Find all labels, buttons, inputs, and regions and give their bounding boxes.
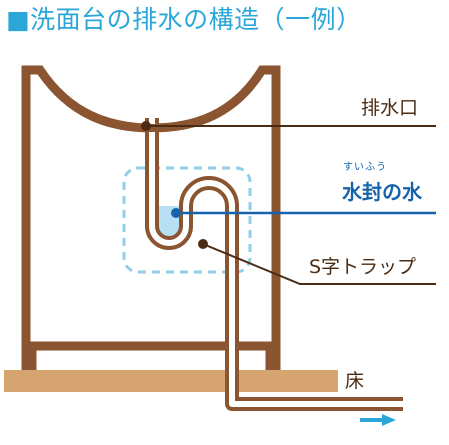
page-title: ■洗面台の排水の構造（一例） bbox=[6, 2, 362, 38]
leader-s-trap bbox=[198, 239, 436, 285]
label-water-seal-reading: すいふう bbox=[343, 162, 387, 173]
label-drain-outlet: 排水口 bbox=[361, 97, 419, 119]
title-marker: ■ bbox=[6, 5, 31, 34]
floor bbox=[4, 370, 338, 392]
s-trap-pipe bbox=[145, 118, 403, 411]
label-s-trap: S字トラップ bbox=[309, 256, 417, 278]
leader-drain-outlet bbox=[141, 121, 436, 131]
water-seal-highlight bbox=[122, 166, 252, 274]
label-water-seal: 水封の水 bbox=[342, 180, 422, 204]
label-floor: 床 bbox=[345, 370, 365, 392]
title-text: 洗面台の排水の構造（一例） bbox=[30, 5, 362, 34]
leader-water-seal bbox=[171, 208, 436, 218]
flow-arrow bbox=[360, 414, 396, 426]
